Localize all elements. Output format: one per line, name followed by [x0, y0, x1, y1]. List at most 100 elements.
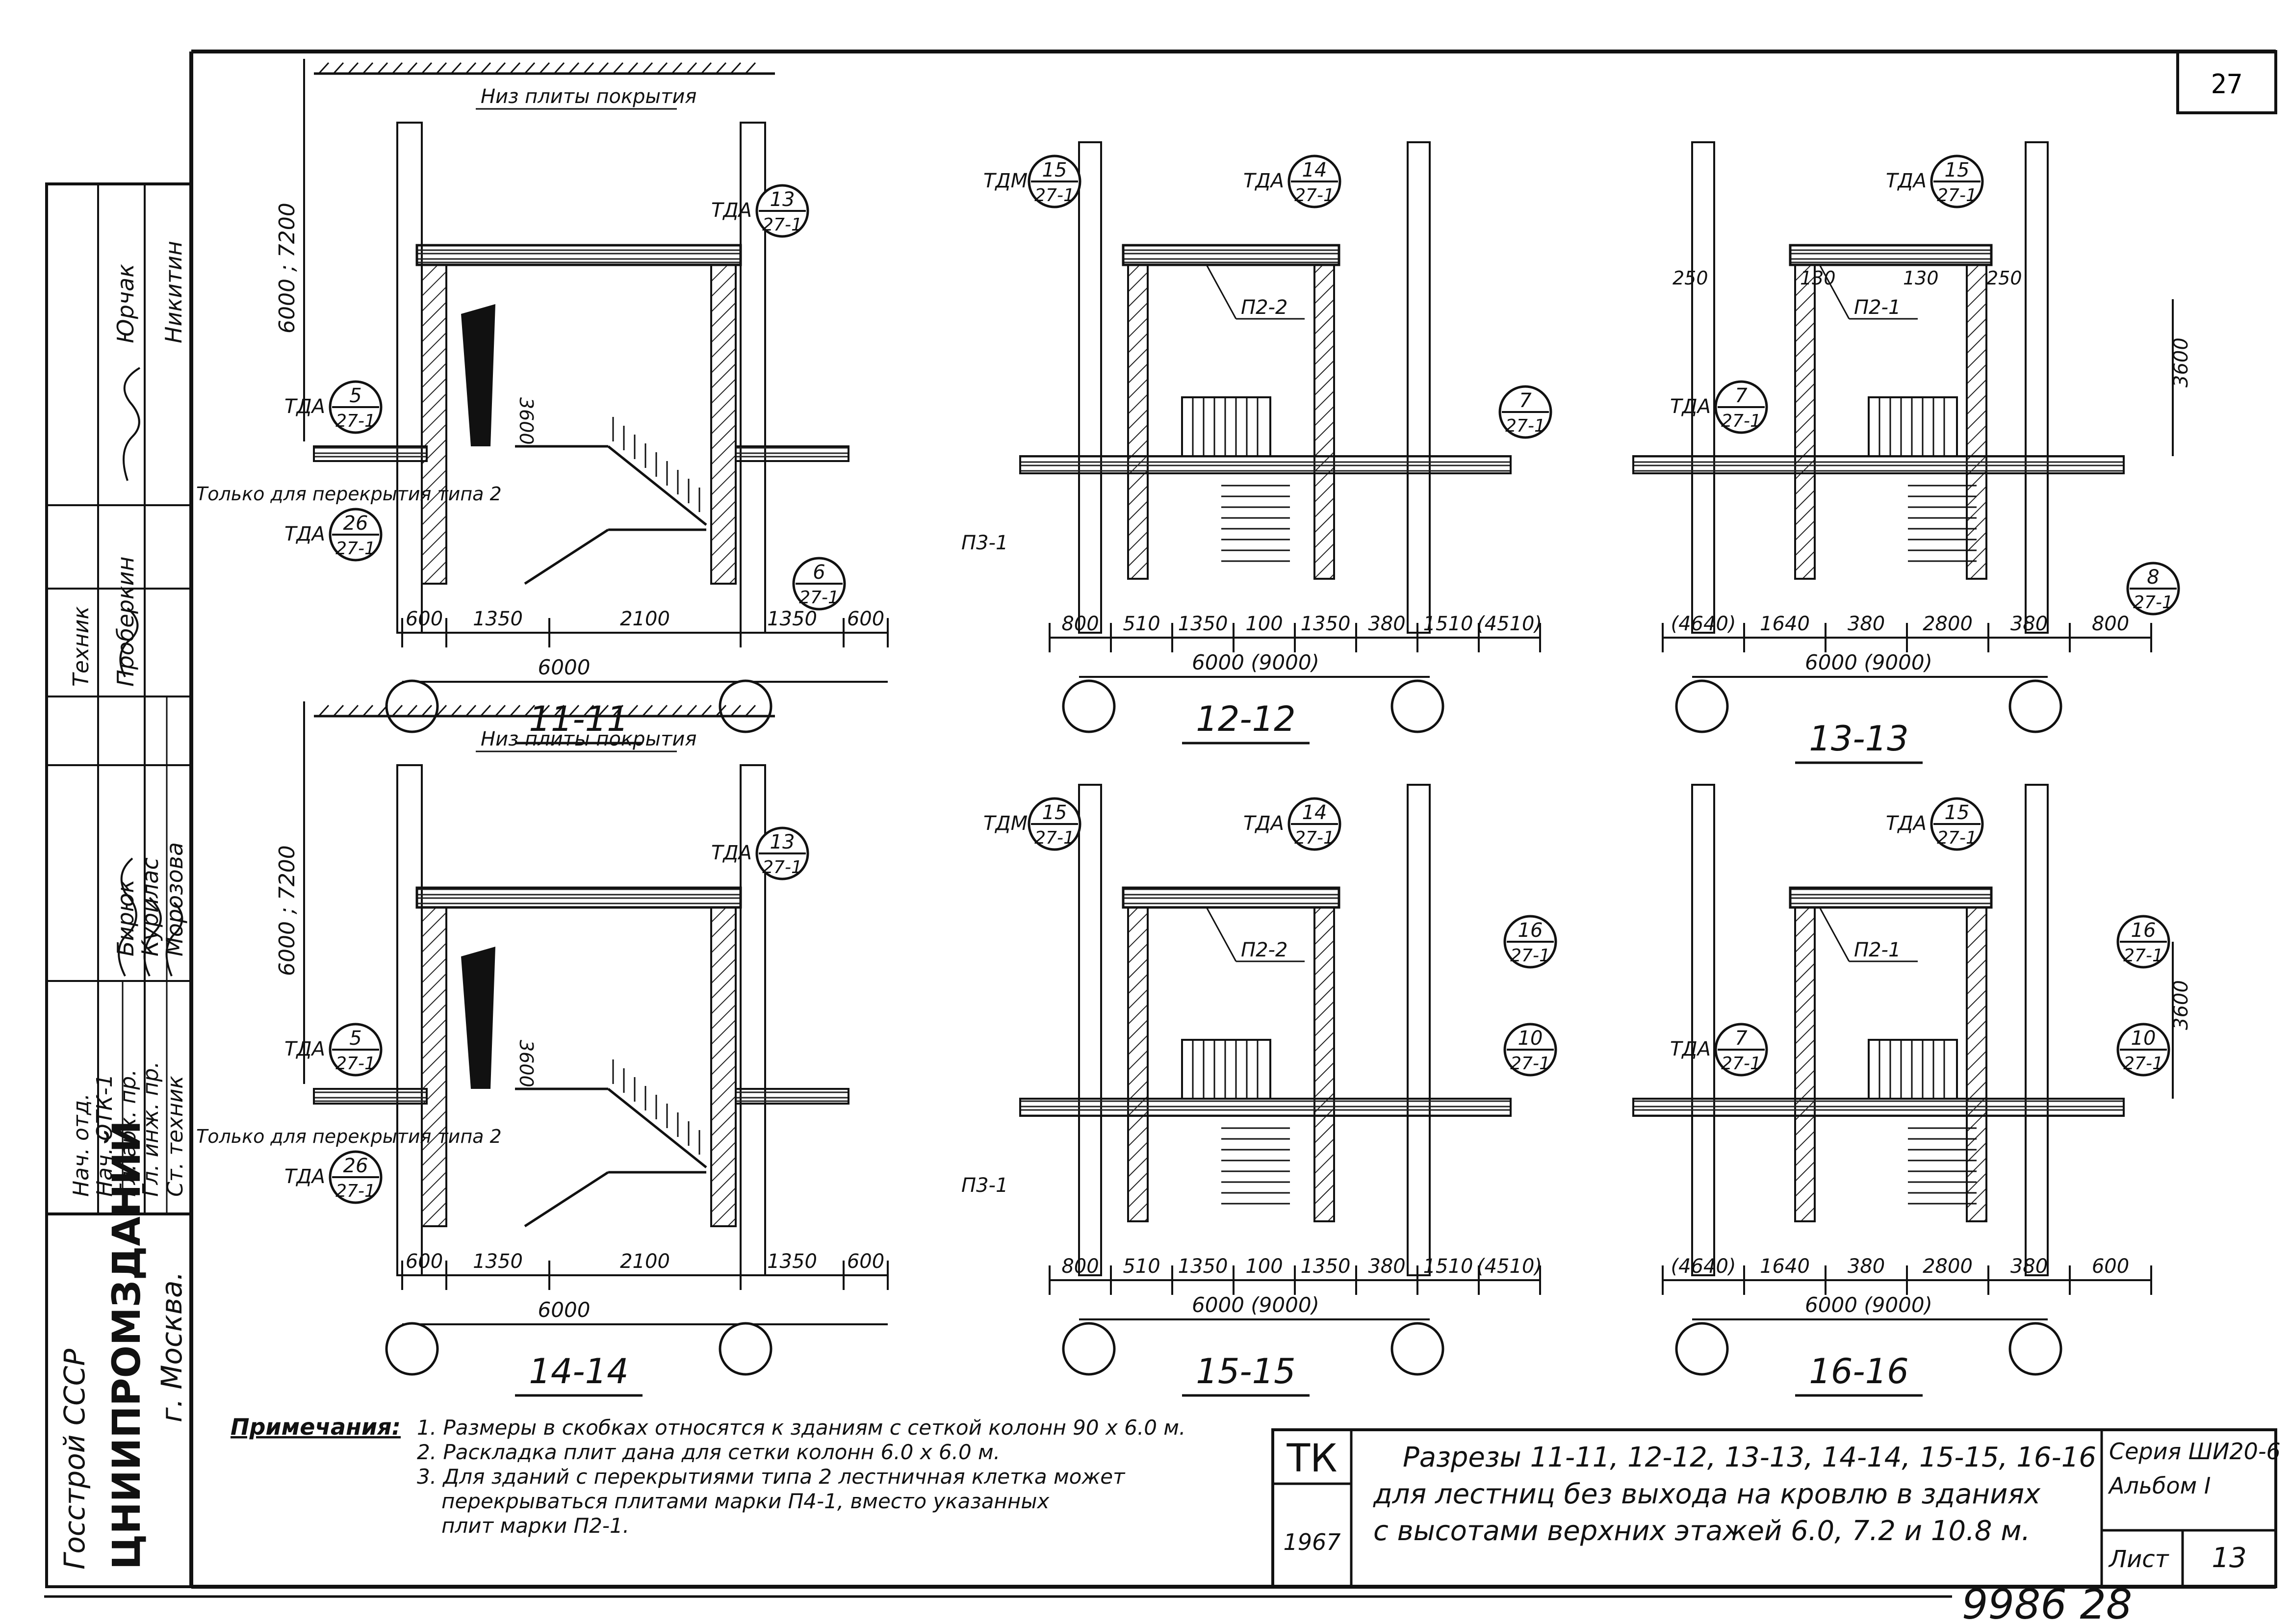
wall-right [710, 906, 737, 1227]
wall-right [1313, 264, 1335, 580]
roof-hatch [480, 704, 491, 717]
roof-hatch [539, 704, 550, 717]
stamp-role-1: Нач. отд. [69, 1093, 94, 1197]
dim-label: 600 [406, 608, 443, 630]
callout-sheet: 27-1 [2123, 946, 2163, 966]
height-dim: 3600 [2170, 980, 2192, 1030]
axis-bubble-left [385, 1322, 439, 1376]
wall-left [1127, 264, 1149, 580]
stair-flight [515, 417, 707, 585]
callout-number: 5 [349, 1027, 361, 1050]
floor-slab-right [735, 1088, 849, 1105]
dim-label: 1350 [767, 1250, 817, 1273]
flight-upper [607, 445, 707, 526]
column-left [396, 122, 423, 634]
slab-leader [1819, 264, 1850, 319]
callout-7: 7 27-1 ТДА [1670, 380, 1768, 434]
roof-hatch [421, 704, 433, 717]
callout-sheet: 27-1 [1510, 1054, 1550, 1074]
tb-code: ТК [1286, 1437, 1337, 1481]
roof-hatch [318, 62, 330, 75]
callout-number: 26 [343, 512, 368, 535]
callout-mark: ТДА [1886, 170, 1927, 192]
roof-hatch [333, 62, 344, 75]
callout-number: 15 [1042, 159, 1067, 181]
callout-number: 7 [1735, 1027, 1748, 1050]
notes-heading: Примечания: [231, 1414, 401, 1440]
axis-bubble-left [1062, 1322, 1116, 1376]
callout-number: 14 [1302, 159, 1327, 181]
roof-hatch [509, 62, 521, 75]
callout-8: 827-1 [2126, 562, 2180, 616]
section-title: 16-16 [1809, 1351, 1908, 1392]
door-leaf [461, 947, 495, 1089]
callout-sheet: 27-1 [335, 1054, 376, 1074]
stamp-name-3: Бирюк [112, 879, 139, 956]
callout-number: 7 [1735, 385, 1748, 407]
roof-slab [1122, 244, 1340, 266]
column-right [2025, 141, 2049, 634]
column-right [1407, 141, 1431, 634]
callout-sheet: 27-1 [762, 215, 802, 235]
axis-bubble-right [1390, 679, 1444, 733]
roof-hatch [656, 704, 668, 717]
callout-number: 14 [1302, 801, 1327, 824]
dim-label: (4510) [1477, 1255, 1542, 1278]
dim-label: 1350 [1178, 613, 1228, 635]
callout-number: 16 [2131, 919, 2156, 942]
callout-sheet: 27-1 [335, 411, 376, 431]
roof-hatch [553, 62, 565, 75]
tb-title-1: Разрезы 11-11, 12-12, 13-13, 14-14, 15-1… [1403, 1442, 2096, 1473]
column-left [1078, 141, 1102, 634]
column-left [1691, 141, 1715, 634]
callout-mark: ТДА [1670, 395, 1711, 418]
top-dim: 130 [1800, 267, 1836, 289]
dim-label: (4510) [1477, 613, 1542, 635]
dim-label: 600 [406, 1250, 443, 1273]
roof-hatch [671, 62, 683, 75]
tb-sheet-value: 13 [2212, 1542, 2246, 1574]
callout-mark: ТДА [284, 1165, 325, 1188]
tb-album: Альбом I [2108, 1472, 2211, 1499]
stamp-role-2: Нач. ОТК-1 [92, 1074, 117, 1197]
wall-right [1966, 906, 1987, 1222]
roof-hatch [509, 704, 521, 717]
roof-hatch [627, 62, 639, 75]
only-type2-label: Только для перекрытия типа 2 [196, 483, 502, 505]
callout-sheet: 27-1 [335, 1181, 376, 1201]
dim-label: 1640 [1760, 1255, 1810, 1278]
dim-label: 1510 [1423, 1255, 1473, 1278]
callout-mark: ТДА [1243, 170, 1284, 192]
stamp-name-1: Юрчак [112, 264, 139, 343]
top-dim: 130 [1903, 267, 1939, 289]
dim-label: 2100 [620, 608, 670, 630]
railing [1868, 1039, 1958, 1100]
wall-right [1966, 264, 1987, 580]
dim-label: 1350 [767, 608, 817, 630]
callout-sheet: 27-1 [1721, 411, 1761, 431]
stair-height: 3600 [515, 397, 537, 445]
callout-mark: ТДА [284, 523, 325, 545]
roof-hatch [583, 62, 594, 75]
callout-sheet: 27-1 [1034, 185, 1075, 206]
column-left [396, 764, 423, 1276]
tb-title-2: для лестниц без выхода на кровлю в здани… [1373, 1478, 2041, 1510]
slab-leader [1206, 907, 1237, 962]
tb-year: 1967 [1283, 1529, 1340, 1555]
callout-mark: ТДА [1243, 812, 1284, 835]
height-dim: 6000 ; 7200 [275, 845, 300, 976]
roof-hatch [494, 704, 506, 717]
roof-hatch [715, 62, 727, 75]
